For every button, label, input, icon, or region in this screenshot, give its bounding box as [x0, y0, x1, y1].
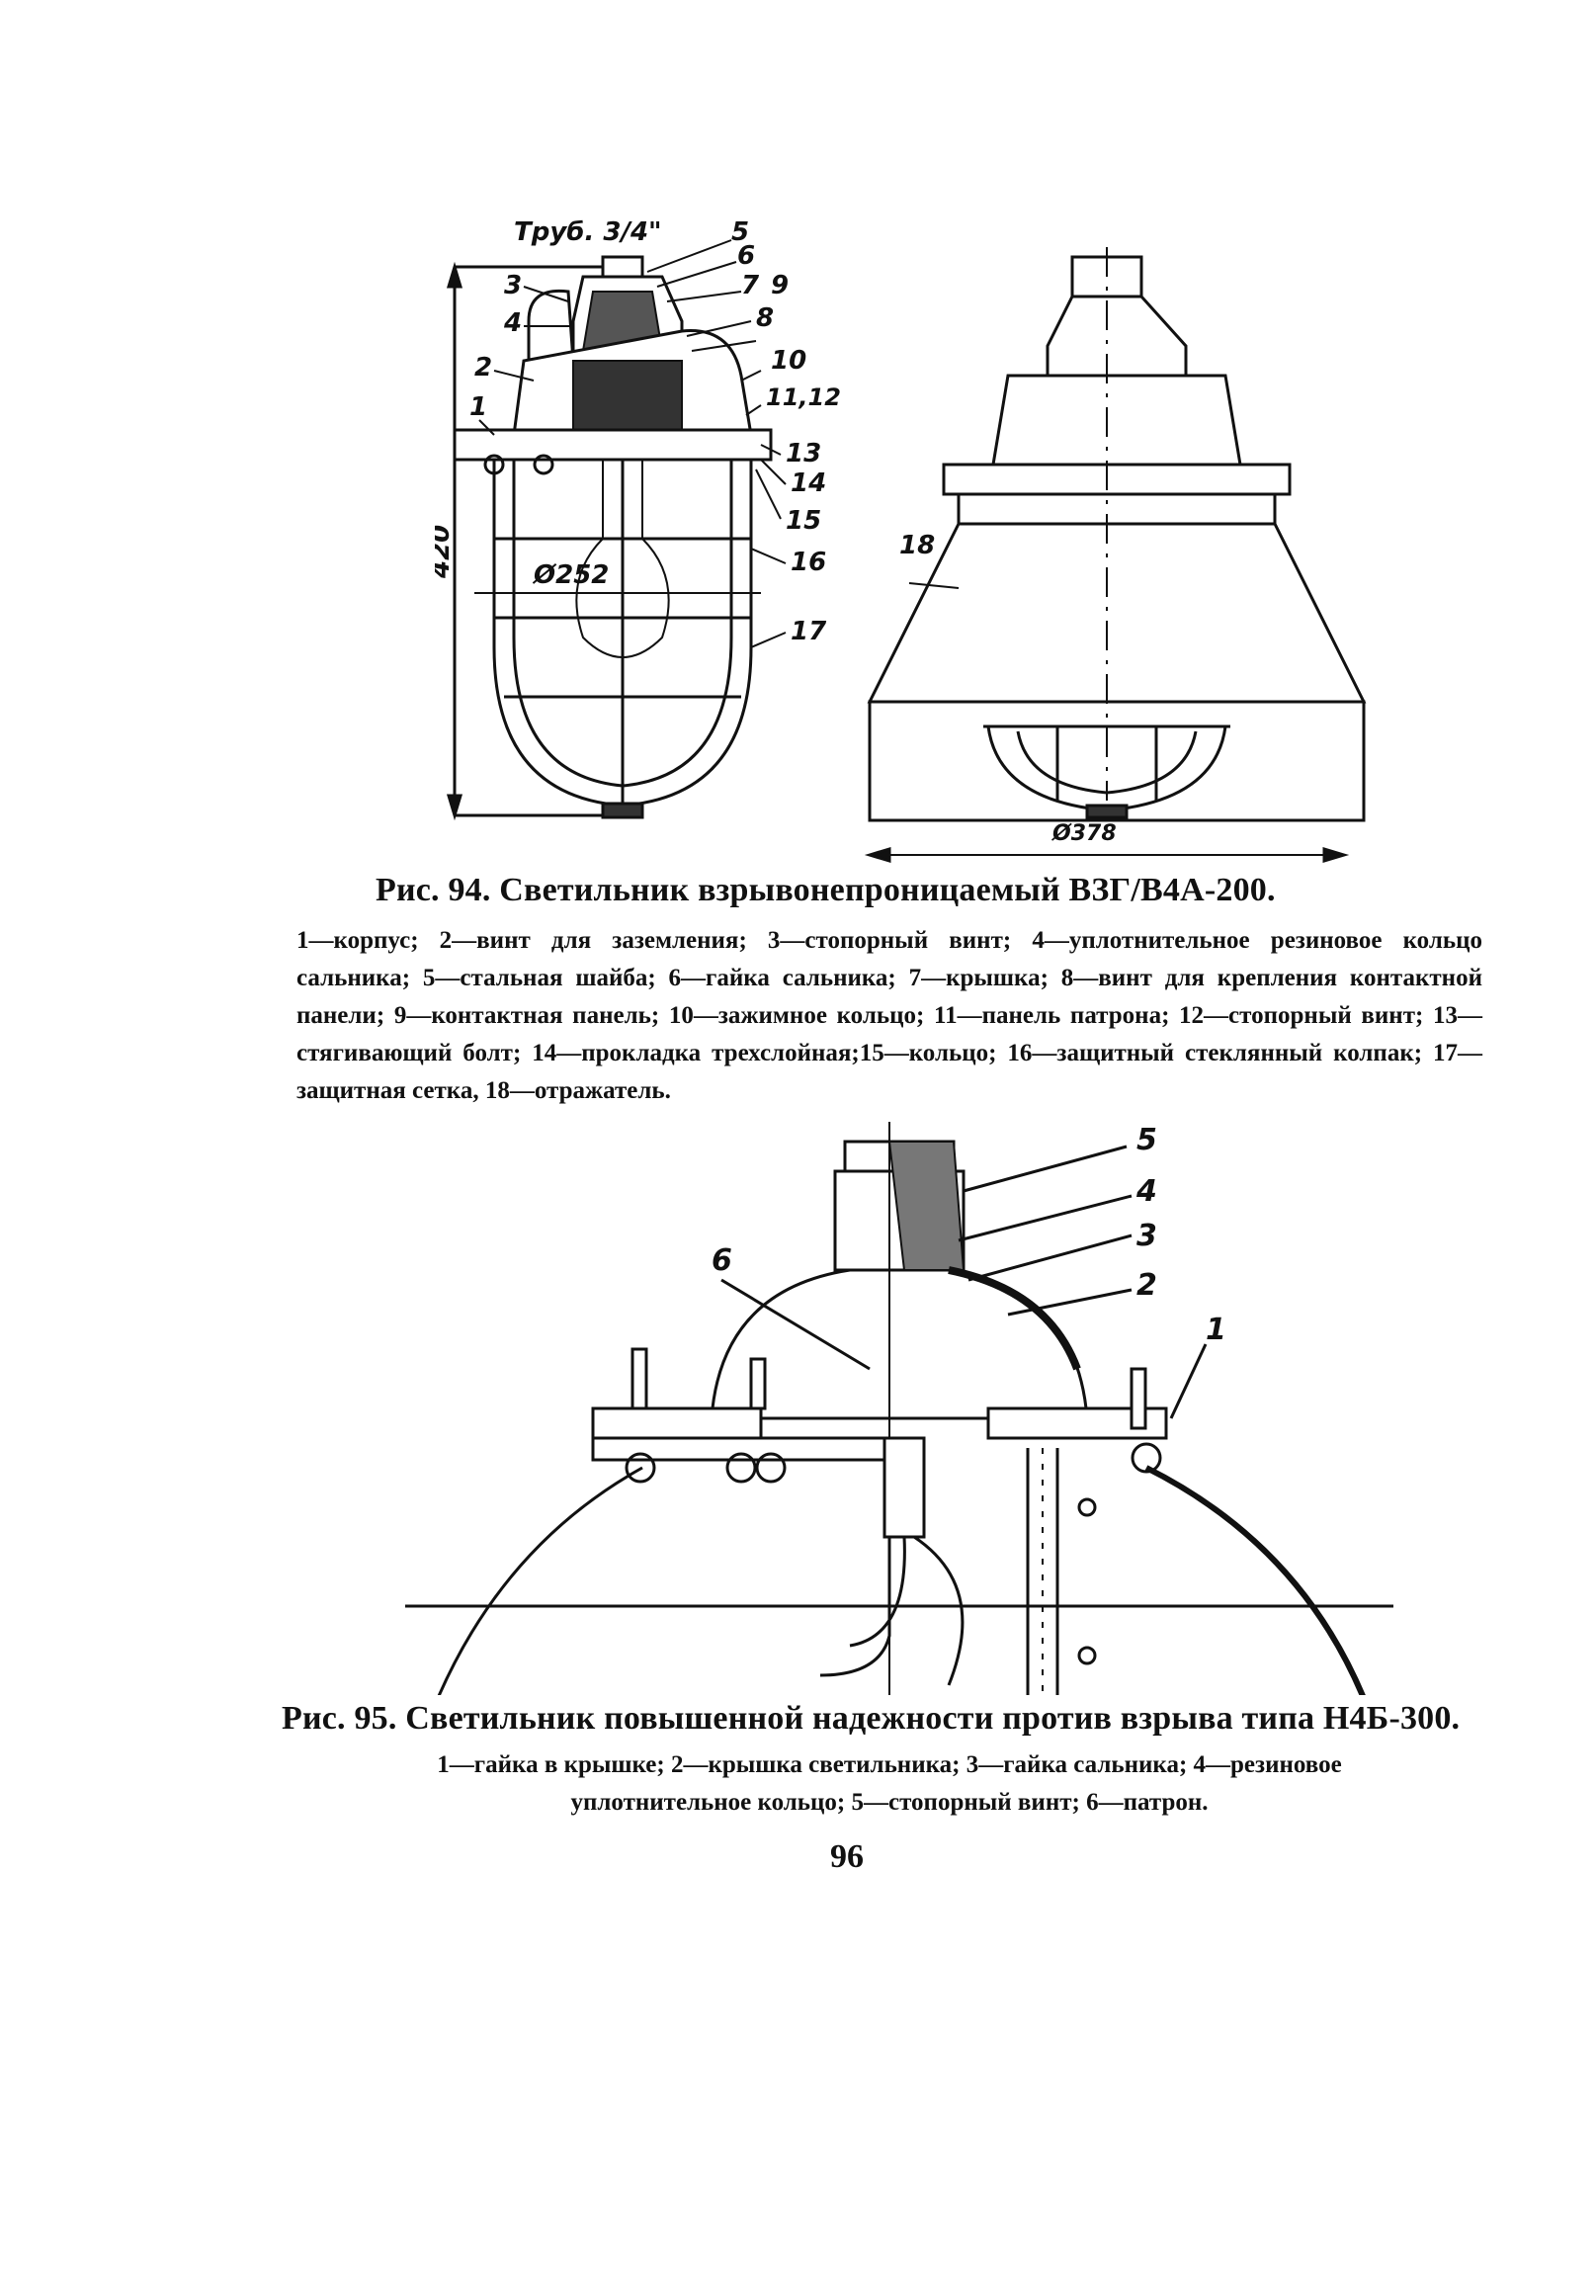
fig94-callout-3: 3 [504, 271, 522, 300]
fig95-callout-5: 5 [1136, 1123, 1157, 1157]
fig95-legend: 1—гайка в крышке; 2—крышка светильника; … [437, 1751, 1342, 1816]
fig94-callout-2: 2 [474, 353, 492, 383]
fig94-right-dim-diameter: Ø378 [1050, 821, 1117, 846]
fig94-callout-13: 13 [786, 439, 821, 468]
fig94-dim-height: 420 [435, 525, 456, 579]
fig94-dim-diameter: Ø252 [532, 560, 609, 590]
fig95-callout-2: 2 [1136, 1268, 1157, 1303]
fig94-callout-4: 4 [503, 308, 522, 338]
fig94-callout-10: 10 [771, 346, 806, 376]
fig94-callout-6: 6 [737, 241, 755, 271]
fig94-callout-14: 14 [791, 468, 826, 498]
fig94-right-drawing: 18 Ø378 [860, 247, 1374, 880]
fig94-callout-16: 16 [791, 548, 826, 577]
fig94-callout-9: 9 [771, 271, 789, 300]
fig94-legend: 1—корпус; 2—винт для заземления; 3—стопо… [296, 927, 1482, 1104]
fig95-callout-3: 3 [1136, 1219, 1157, 1253]
fig94-callout-1: 1 [469, 392, 487, 422]
fig95-drawing: 5 4 3 2 1 6 [395, 1122, 1403, 1695]
fig95-callout-4: 4 [1135, 1174, 1157, 1209]
fig94-callout-11-12: 11,12 [766, 383, 841, 411]
fig94-pipe-label: Труб. 3/4" [514, 217, 662, 247]
fig94-callout-7: 7 [741, 271, 760, 300]
fig94-left-drawing: 420 Труб. 3/4" Ø252 [435, 203, 870, 855]
fig95-caption: Рис. 95. Светильник повышенной надежност… [282, 1700, 1461, 1737]
fig95-callout-1: 1 [1206, 1313, 1226, 1347]
fig94-callout-5: 5 [731, 217, 749, 247]
fig94-callout-15: 15 [786, 506, 821, 536]
fig94-caption: Рис. 94. Светильник взрывонепроницаемый … [376, 872, 1276, 908]
fig94-callout-17: 17 [791, 617, 827, 646]
fig94-callout-8: 8 [756, 303, 774, 333]
fig94-callout-18: 18 [899, 531, 935, 560]
fig95-callout-6: 6 [712, 1243, 732, 1278]
page-number: 96 [830, 1838, 864, 1875]
